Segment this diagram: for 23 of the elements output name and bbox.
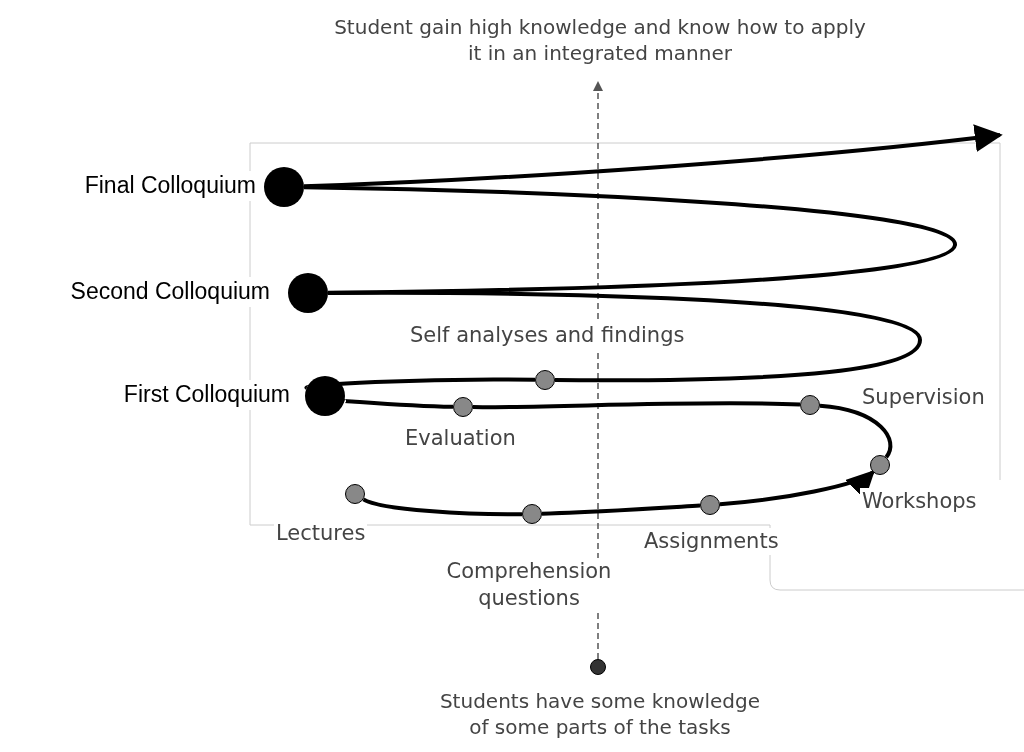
- dot-marker: [453, 397, 473, 417]
- dot-marker: [264, 167, 304, 207]
- dot-marker: [590, 659, 606, 675]
- dot-marker: [870, 455, 890, 475]
- spiral-line: [541, 503, 701, 516]
- node-label: Assignments: [642, 528, 781, 556]
- dot-marker: [700, 495, 720, 515]
- arrow: [303, 124, 1003, 189]
- spiral-line: [362, 497, 522, 517]
- dot-marker: [522, 504, 542, 524]
- dot-marker: [800, 395, 820, 415]
- dot-marker: [305, 376, 345, 416]
- dot-marker: [288, 273, 328, 313]
- dot-marker: [345, 484, 365, 504]
- node-label: Second Colloquium: [68, 277, 272, 307]
- node-label: Self analyses and findings: [408, 322, 687, 350]
- spiral-line: [819, 403, 893, 459]
- spiral-line: [344, 399, 454, 409]
- arrow: [719, 470, 876, 507]
- dot-marker: [535, 370, 555, 390]
- spiral-line: [473, 401, 801, 410]
- arrow: [592, 80, 604, 660]
- spiral-line: [303, 185, 957, 295]
